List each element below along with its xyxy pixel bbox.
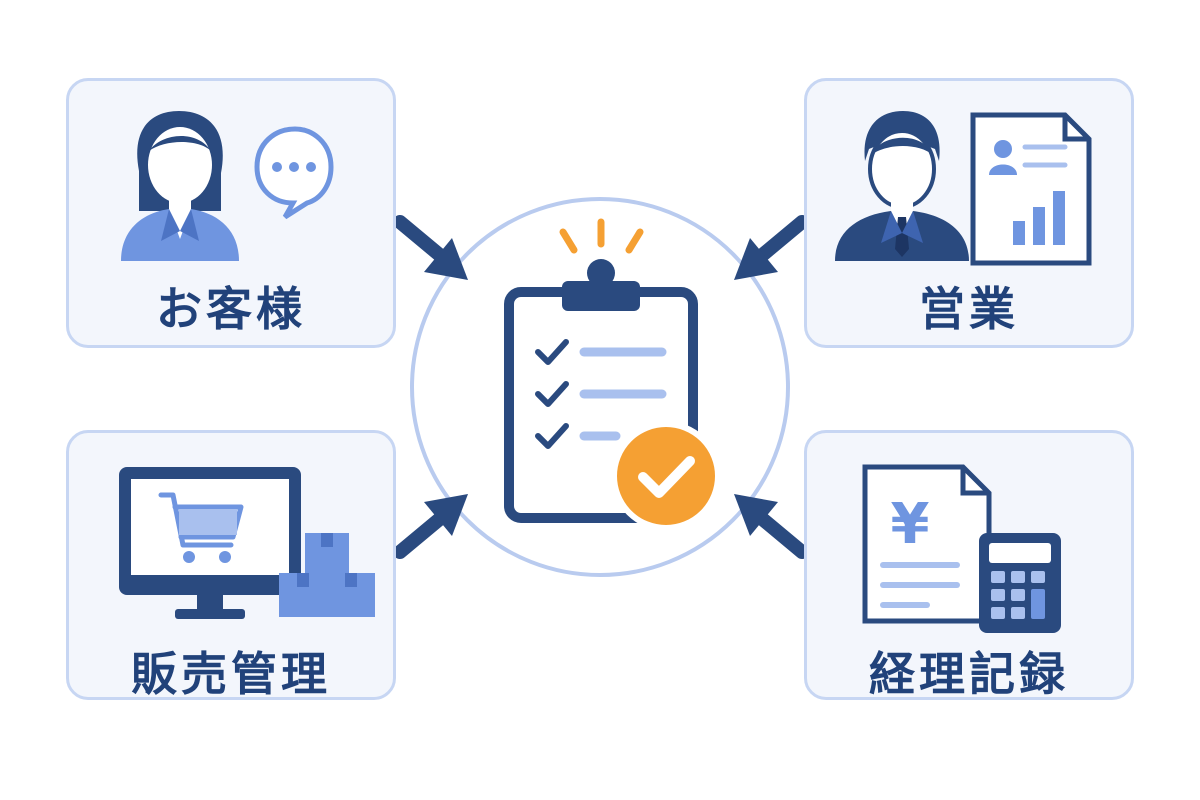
sparkle-icon bbox=[559, 218, 644, 254]
monitor-cart-icon bbox=[119, 467, 301, 619]
arrow-accounting-icon bbox=[734, 494, 809, 559]
customer-woman-icon bbox=[121, 111, 239, 261]
arrow-customer-icon bbox=[393, 215, 468, 280]
card-label-sales: 営業 bbox=[919, 282, 1019, 336]
card-label-sales-management: 販売管理 bbox=[131, 647, 331, 701]
card-label-customer: お客様 bbox=[156, 282, 306, 336]
check-badge-icon bbox=[611, 421, 721, 531]
card-label-accounting: 経理記録 bbox=[869, 647, 1069, 701]
accounting-art: ¥ bbox=[862, 464, 1061, 633]
sales-management-art bbox=[119, 467, 375, 619]
report-document-icon bbox=[970, 112, 1092, 266]
businessman-icon bbox=[835, 111, 969, 261]
card-accounting: ¥ 経理記録 bbox=[804, 430, 1134, 701]
card-sales-management: 販売管理 bbox=[66, 430, 396, 701]
calculator-icon bbox=[979, 533, 1061, 633]
card-customer: お客様 bbox=[66, 78, 396, 348]
customer-art bbox=[121, 111, 334, 261]
arrows bbox=[393, 215, 809, 559]
arrow-sales-icon bbox=[734, 215, 809, 280]
card-sales: 営業 bbox=[804, 78, 1134, 348]
speech-bubble-icon bbox=[254, 126, 334, 220]
yen-symbol: ¥ bbox=[891, 492, 930, 557]
yen-document-icon: ¥ bbox=[862, 464, 992, 624]
arrow-sales-management-icon bbox=[393, 494, 468, 559]
boxes-icon bbox=[279, 533, 375, 617]
sales-art bbox=[835, 111, 1092, 266]
